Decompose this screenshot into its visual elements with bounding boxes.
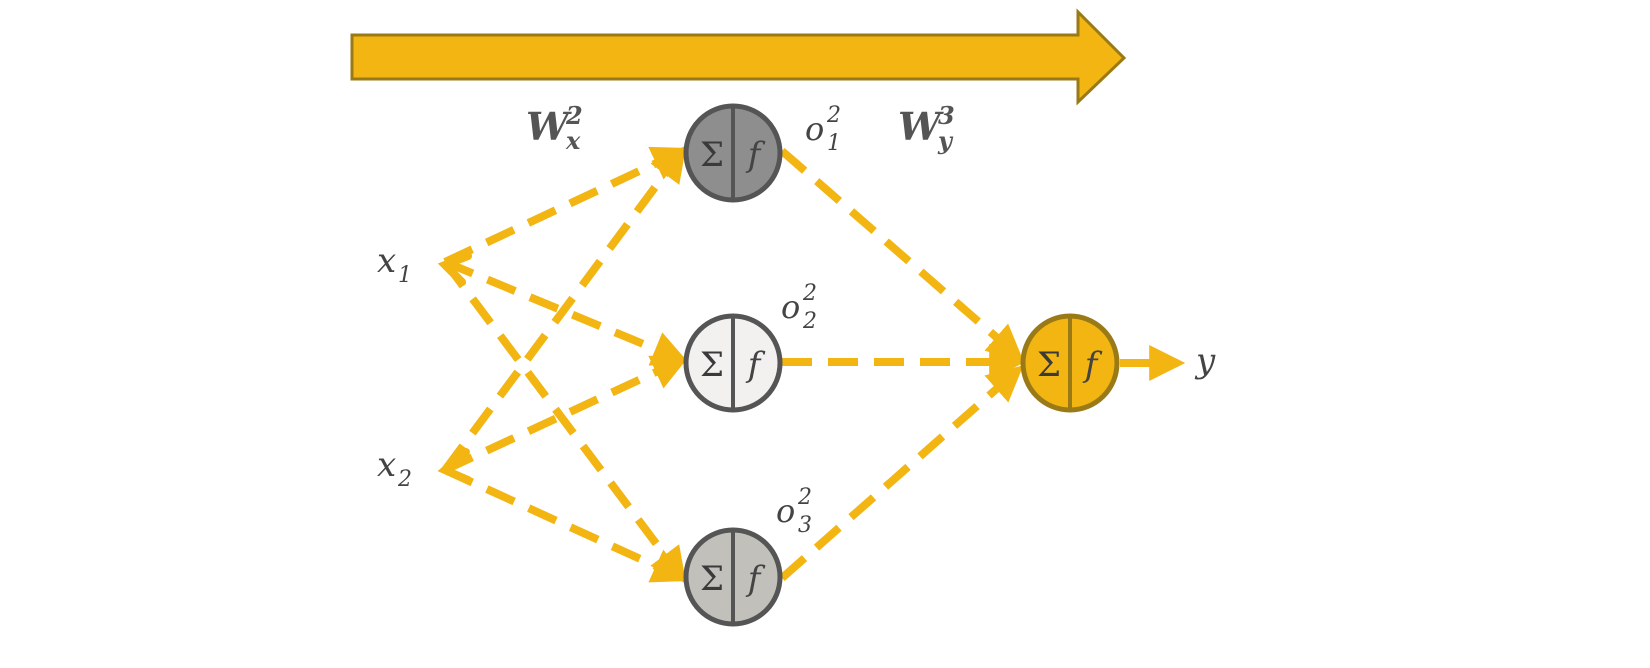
svg-text:2: 2 (802, 309, 817, 334)
sum-symbol: Σ (700, 559, 724, 599)
input-label-x1: x 1 (377, 241, 412, 288)
sum-symbol: Σ (700, 135, 724, 175)
edge-x1-o3 (441, 259, 687, 584)
svg-text:3: 3 (938, 101, 955, 130)
hidden-label-o3: o 2 3 (776, 485, 812, 538)
sum-symbol: Σ (1037, 345, 1061, 385)
svg-text:W: W (898, 104, 944, 149)
svg-text:x: x (565, 126, 581, 155)
input-label-x2: x 2 (377, 445, 412, 492)
svg-text:2: 2 (802, 281, 817, 306)
hidden-node-2: Σ f (683, 313, 783, 413)
hidden-to-output-edges (779, 147, 1186, 582)
svg-text:y: y (937, 126, 954, 155)
input-arrowheads (437, 252, 472, 484)
output-label-y: y (1194, 341, 1216, 381)
input-to-hidden-edges (441, 145, 689, 584)
edge-x1-o1 (443, 146, 689, 266)
weight-label-wx: W 2 x (526, 101, 583, 155)
svg-text:2: 2 (565, 101, 583, 130)
svg-text:o: o (781, 288, 800, 326)
hidden-node-1: Σ f (683, 103, 783, 203)
svg-text:W: W (526, 104, 572, 149)
svg-text:o: o (776, 492, 795, 530)
svg-text:2: 2 (826, 103, 841, 128)
svg-text:1: 1 (398, 263, 412, 288)
svg-text:1: 1 (827, 131, 841, 156)
hidden-node-3: Σ f (683, 527, 783, 627)
hidden-label-o2: o 2 2 (781, 281, 817, 334)
svg-text:2: 2 (797, 485, 812, 510)
edge-x2-o1 (441, 145, 687, 473)
svg-text:2: 2 (397, 467, 412, 492)
svg-text:x: x (377, 241, 396, 281)
x2-arrowhead (437, 448, 472, 484)
edge-o1-y (779, 147, 1024, 361)
weight-label-wy: W 3 y (898, 101, 955, 155)
hidden-label-o1: o 2 1 (805, 103, 841, 156)
svg-text:3: 3 (798, 513, 812, 538)
edge-x1-o2 (443, 258, 689, 366)
output-node: Σ f (1020, 313, 1120, 413)
sum-symbol: Σ (700, 345, 724, 385)
svg-text:x: x (377, 445, 396, 485)
x1-arrowhead (437, 252, 472, 286)
svg-text:o: o (805, 110, 824, 148)
edge-o3-y (779, 365, 1024, 582)
forward-direction-arrow (350, 8, 1127, 106)
